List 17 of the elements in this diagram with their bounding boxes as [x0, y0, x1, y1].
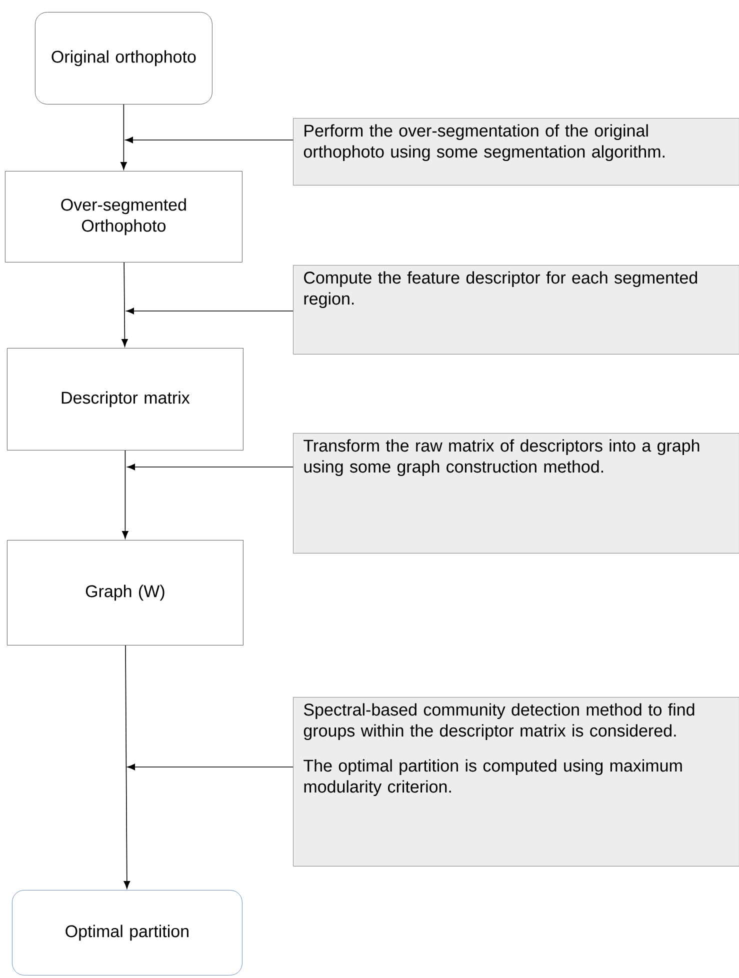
note-box: Spectral-based community detection method to find groups within the descriptor matrix is considered. The optimal partition is computed using maximum modularity criterion.	[293, 697, 739, 866]
note-box: Transform the raw matrix of descriptors into a graph using some graph construction method.	[293, 433, 739, 554]
start-box: Original orthophoto	[35, 12, 212, 104]
leader-arrow	[126, 308, 294, 314]
leader-arrow	[127, 464, 294, 470]
leader-arrow	[125, 136, 294, 144]
leader-arrow	[127, 764, 294, 770]
note-box: Compute the feature descriptor for each segmented region.	[293, 265, 739, 354]
process-box: Graph (W)	[7, 540, 244, 646]
note-box: Perform the over-segmentation of the original orthophoto using some segmentation algorithm.	[293, 118, 739, 186]
end-box: Optimal partition	[12, 890, 242, 976]
process-box: Over-segmented Orthophoto	[5, 171, 242, 262]
arrow	[120, 104, 127, 170]
arrow	[122, 262, 128, 347]
arrow	[122, 450, 128, 539]
process-box: Descriptor matrix	[7, 348, 244, 450]
arrow	[124, 645, 130, 889]
